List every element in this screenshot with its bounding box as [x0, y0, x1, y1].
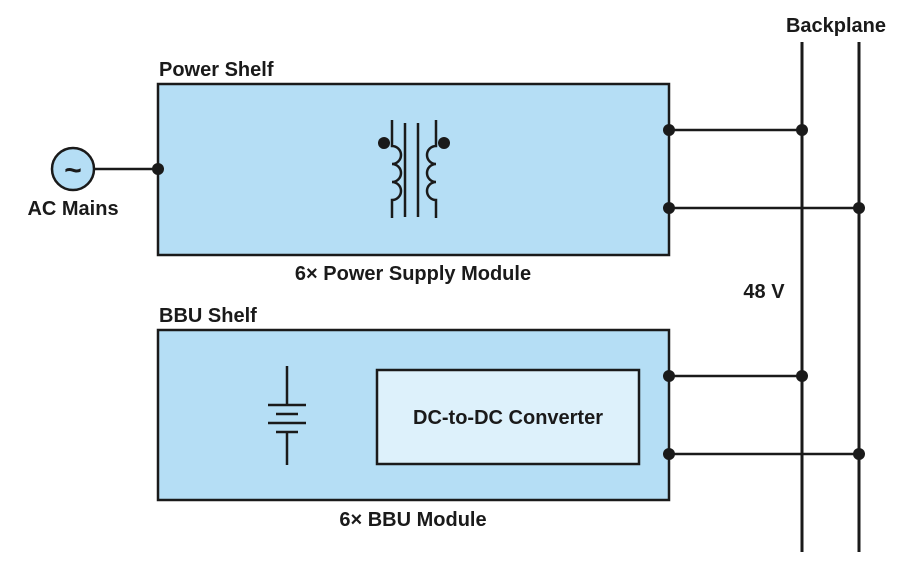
voltage-label: 48 V [743, 281, 785, 303]
psu-output-node-bottom [663, 202, 675, 214]
ac-symbol: ~ [64, 154, 82, 187]
backplane-label: Backplane [786, 15, 886, 37]
power-supply-module-label: 6× Power Supply Module [295, 263, 531, 285]
backplane-node-3 [796, 370, 808, 382]
backplane-node-1 [796, 124, 808, 136]
ac-input-node [152, 163, 164, 175]
bbu-module-label: 6× BBU Module [339, 509, 486, 531]
bbu-output-node-top [663, 370, 675, 382]
backplane-node-2 [853, 202, 865, 214]
battery-icon [268, 366, 306, 465]
transformer-icon [378, 120, 450, 218]
psu-output-node-top [663, 124, 675, 136]
bbu-shelf-label: BBU Shelf [159, 305, 257, 327]
power-supply-module-box [156, 82, 671, 257]
power-shelf-label: Power Shelf [159, 59, 274, 81]
backplane-node-4 [853, 448, 865, 460]
bbu-output-node-bottom [663, 448, 675, 460]
ac-source-icon: ~ [50, 146, 96, 192]
dc-dc-converter-label: DC-to-DC Converter [413, 407, 603, 429]
dc-dc-converter-box [375, 368, 641, 466]
ac-mains-label: AC Mains [27, 198, 118, 220]
